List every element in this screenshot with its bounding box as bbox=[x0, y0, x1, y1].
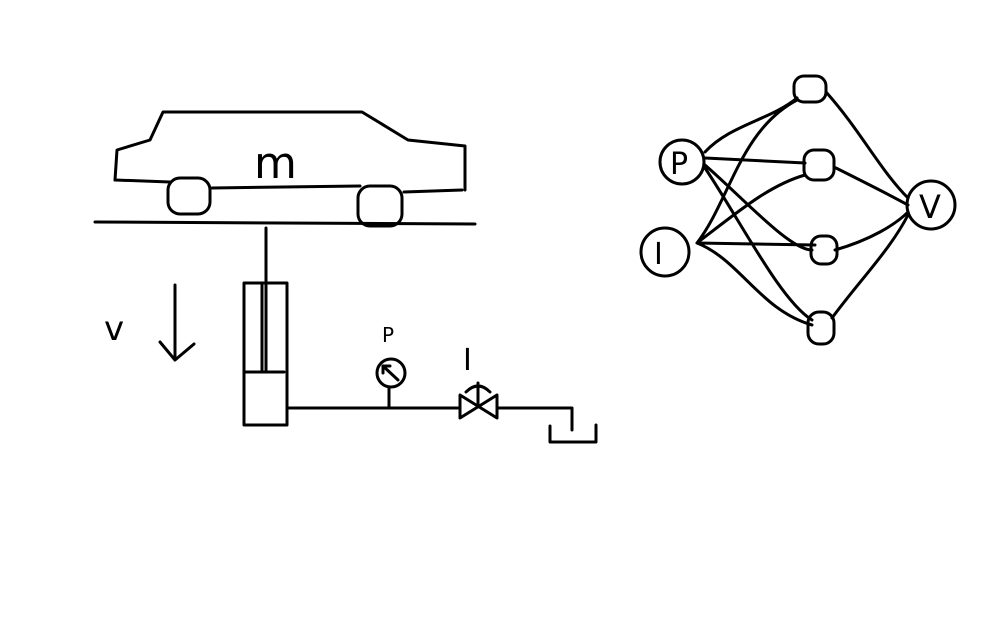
input-label-p: P bbox=[670, 147, 688, 182]
car-underside bbox=[113, 178, 464, 194]
car: m bbox=[113, 110, 467, 228]
network-edges bbox=[695, 90, 910, 327]
hidden-node bbox=[802, 148, 836, 182]
gauge-icon bbox=[375, 357, 407, 389]
rear-wheel bbox=[356, 184, 404, 228]
pressure-gauge: P bbox=[375, 323, 407, 410]
pressure-label: P bbox=[382, 323, 394, 347]
valve-stem bbox=[464, 381, 492, 409]
output-node-v bbox=[905, 179, 957, 231]
piston bbox=[242, 283, 286, 374]
platform-line bbox=[93, 220, 477, 226]
valve-icon bbox=[458, 393, 499, 420]
tank bbox=[548, 423, 598, 444]
hidden-node bbox=[806, 310, 836, 346]
mass-label: m bbox=[254, 138, 297, 189]
neural-network: P I V bbox=[639, 74, 957, 346]
hidden-node bbox=[809, 234, 839, 266]
hydraulic-cylinder bbox=[242, 226, 289, 427]
valve: I bbox=[458, 343, 499, 420]
front-wheel bbox=[166, 176, 212, 216]
hidden-node bbox=[792, 74, 828, 104]
car-body bbox=[113, 110, 467, 192]
pipe bbox=[285, 406, 574, 432]
output-label-v: V bbox=[919, 188, 941, 226]
input-node-p bbox=[658, 138, 706, 186]
input-label-i: I bbox=[654, 237, 663, 272]
velocity-label: v bbox=[104, 309, 124, 349]
gauge-needle bbox=[381, 364, 400, 382]
valve-label: I bbox=[463, 343, 472, 378]
input-node-i bbox=[639, 226, 691, 278]
cylinder-body bbox=[242, 281, 289, 427]
velocity-arrow bbox=[158, 283, 196, 362]
